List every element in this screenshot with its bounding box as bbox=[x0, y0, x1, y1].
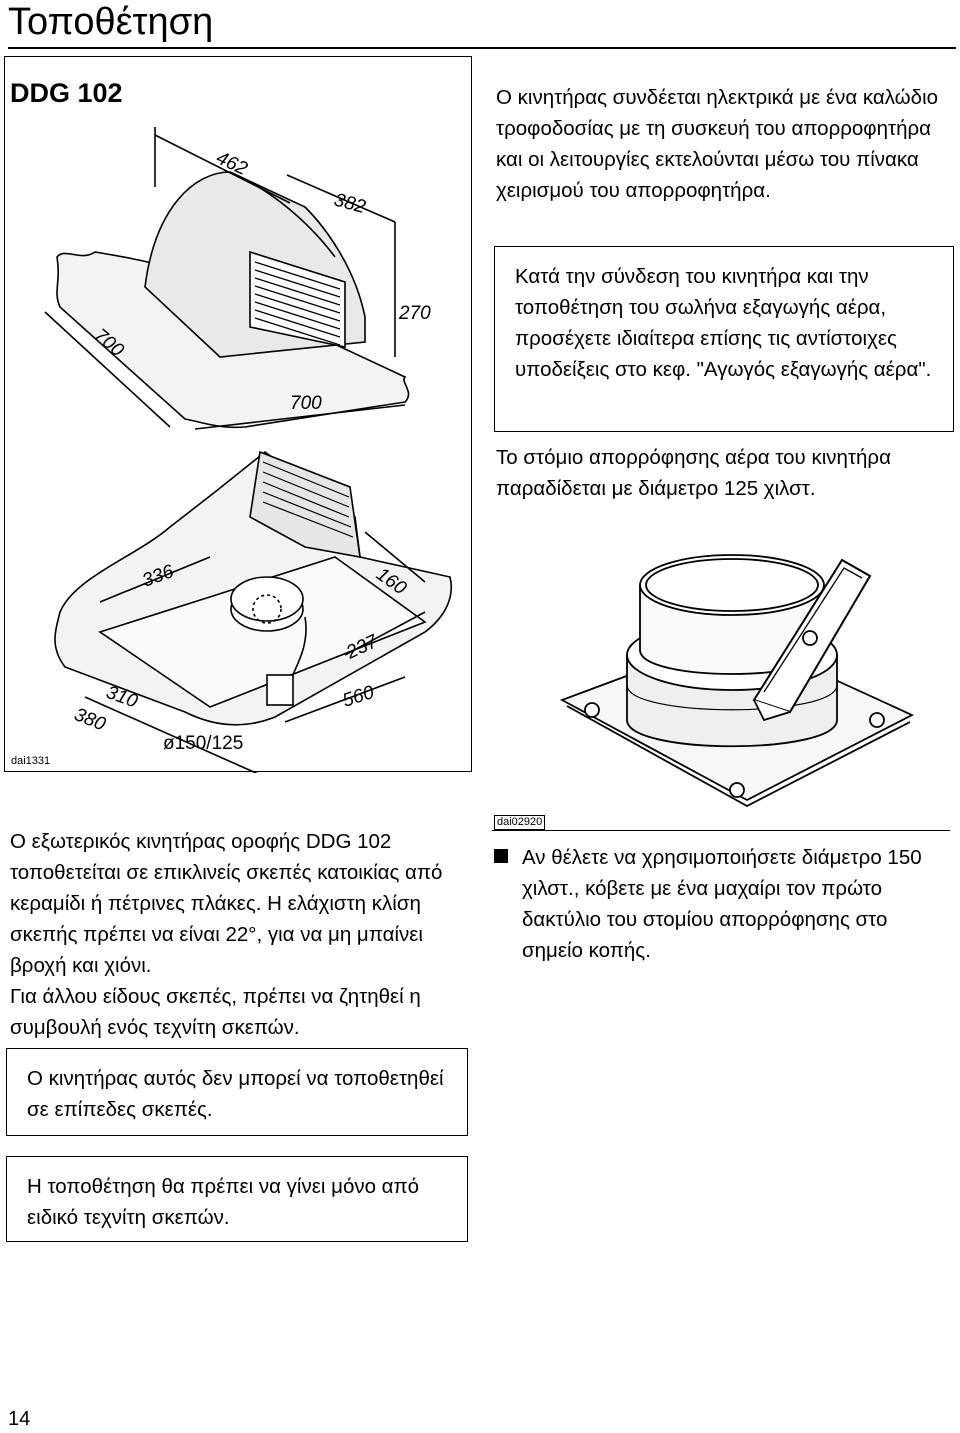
title-rule bbox=[8, 47, 956, 49]
page-title: Τοποθέτηση bbox=[8, 1, 214, 43]
note-flat-roof-text: Ο κινητήρας αυτός δεν μπορεί να τοποθετη… bbox=[27, 1067, 444, 1121]
note-box-connection: Κατά την σύνδεση του κινητήρα και την το… bbox=[494, 246, 954, 432]
note-roofer-text: Η τοποθέτηση θα πρέπει να γίνει μόνο από… bbox=[27, 1175, 420, 1229]
intake-paragraph: Το στόμιο απορρόφησης αέρα του κινητήρα … bbox=[496, 446, 891, 500]
page-number: 14 bbox=[8, 1408, 31, 1430]
figure-2-code: dai02920 bbox=[494, 815, 546, 830]
dim-380: 380 bbox=[71, 704, 109, 736]
model-name: DDG 102 bbox=[10, 78, 123, 108]
note-box-roofer: Η τοποθέτηση θα πρέπει να γίνει μόνο από… bbox=[6, 1156, 468, 1242]
other-roofs-text: Για άλλου είδους σκεπές, πρέπει να ζητηθ… bbox=[10, 985, 421, 1039]
figure-1-frame: 462 382 270 700 700 336 160 237 310 380 … bbox=[4, 56, 472, 773]
note-connection-text: Κατά την σύνδεση του κινητήρα και την το… bbox=[515, 265, 932, 381]
bullet-square-icon bbox=[494, 849, 508, 863]
dim-560: 560 bbox=[340, 682, 377, 712]
mounting-paragraph-text: Ο εξωτερικός κινητήρας οροφής DDG 102 το… bbox=[10, 830, 443, 977]
roof-motor-drawing: 462 382 270 700 700 336 160 237 310 380 … bbox=[44, 127, 452, 773]
dim-382: 382 bbox=[332, 190, 368, 219]
dim-700-front: 700 bbox=[290, 393, 322, 414]
intro-paragraph: Ο κινητήρας συνδέεται ηλεκτρικά με ένα κ… bbox=[496, 86, 939, 202]
dim-diameter: ø150/125 bbox=[163, 733, 243, 754]
mounting-paragraph: Ο εξωτερικός κινητήρας οροφής DDG 102 το… bbox=[10, 826, 472, 1043]
note-box-flat-roof: Ο κινητήρας αυτός δεν μπορεί να τοποθετη… bbox=[6, 1048, 468, 1136]
intake-collar-drawing bbox=[559, 554, 915, 808]
cutting-instruction: Αν θέλετε να χρησιμοποιήσετε διάμετρο 15… bbox=[522, 846, 922, 962]
figure-2-frame bbox=[492, 540, 950, 831]
figure-1-code: dai1331 bbox=[11, 755, 51, 767]
dim-270: 270 bbox=[398, 303, 431, 324]
